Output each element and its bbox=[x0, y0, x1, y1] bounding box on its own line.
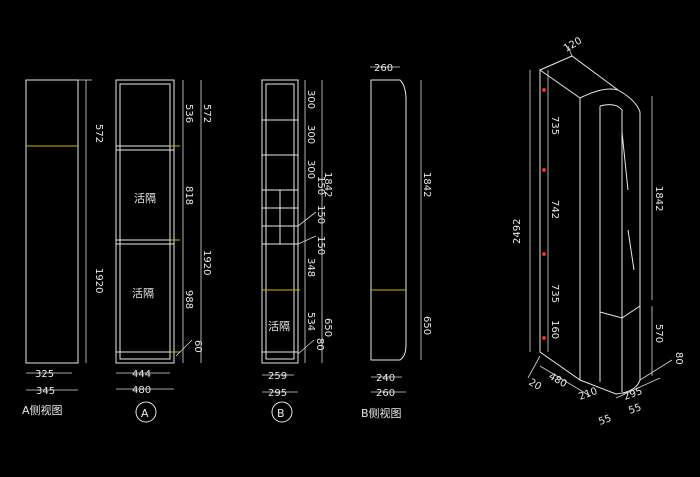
dim-20: 20 bbox=[527, 377, 544, 393]
dim-572: 572 bbox=[201, 104, 212, 123]
leader-line bbox=[297, 211, 317, 227]
shelf-label-1: 活隔 bbox=[134, 192, 156, 205]
dim-735-a: 735 bbox=[549, 116, 560, 135]
dim-295: 295 bbox=[622, 386, 644, 403]
dim-988: 988 bbox=[183, 290, 194, 309]
dim-818: 818 bbox=[183, 186, 194, 205]
dim-444: 444 bbox=[132, 369, 151, 380]
view-b-outline bbox=[370, 79, 407, 361]
dim-480: 480 bbox=[132, 385, 151, 396]
dim-650: 650 bbox=[322, 318, 333, 337]
dim-60: 60 bbox=[192, 340, 203, 353]
dim-80: 80 bbox=[673, 352, 684, 365]
view-section-b: 活隔 300 300 300 150 1842 150 150 348 534 … bbox=[261, 79, 333, 423]
dim-2492: 2492 bbox=[512, 219, 523, 244]
dim-534: 534 bbox=[305, 312, 316, 331]
iso-front-outline bbox=[539, 55, 641, 395]
hinge-mark bbox=[542, 88, 546, 92]
dim-150-c: 150 bbox=[315, 236, 326, 255]
dim-line bbox=[615, 377, 661, 399]
leader-line bbox=[175, 339, 193, 357]
dim-line bbox=[539, 365, 591, 397]
dim-570: 570 bbox=[653, 324, 664, 343]
shelf-label-b: 活隔 bbox=[268, 320, 290, 333]
shelf-label-2: 活隔 bbox=[132, 287, 154, 300]
section-a-outline bbox=[115, 79, 175, 364]
view-a-side: 572 1920 325 345 A侧视图 bbox=[22, 79, 104, 417]
section-a-marker bbox=[135, 401, 157, 423]
dim-300-a: 300 bbox=[305, 90, 316, 109]
dim-742: 742 bbox=[549, 200, 560, 219]
view-isometric: 2492 735 742 735 160 120 1842 570 80 20 … bbox=[512, 36, 684, 428]
hinge-mark bbox=[542, 168, 546, 172]
leader-line bbox=[639, 359, 673, 381]
dim-260-top: 260 bbox=[374, 63, 393, 74]
view-b-caption: B侧视图 bbox=[361, 406, 402, 420]
section-b-marker bbox=[271, 401, 293, 423]
dim-line bbox=[527, 355, 541, 379]
hinge-mark bbox=[542, 252, 546, 256]
iso-edge bbox=[579, 88, 619, 99]
dim-735-b: 735 bbox=[549, 284, 560, 303]
dim-150-a: 150 bbox=[315, 176, 326, 195]
iso-edge bbox=[599, 305, 641, 319]
dim-1842: 1842 bbox=[421, 172, 432, 197]
inner-outline bbox=[119, 83, 171, 360]
leader-line bbox=[297, 235, 317, 245]
section-b-outline bbox=[261, 79, 299, 364]
dim-259: 259 bbox=[268, 371, 287, 382]
dim-650: 650 bbox=[421, 316, 432, 335]
dim-345: 345 bbox=[36, 386, 55, 397]
dim-1842: 1842 bbox=[322, 172, 333, 197]
view-section-a: 活隔 活隔 536 572 818 1920 988 60 444 480 A bbox=[115, 79, 212, 423]
view-a-caption: A侧视图 bbox=[22, 403, 63, 417]
dim-348: 348 bbox=[305, 258, 316, 277]
dim-1920: 1920 bbox=[93, 268, 104, 293]
dim-572: 572 bbox=[93, 124, 104, 143]
iso-edge bbox=[599, 104, 623, 111]
dim-55-a: 55 bbox=[597, 413, 613, 428]
view-b-side: 260 1842 650 240 260 B侧视图 bbox=[361, 63, 432, 420]
dim-480: 480 bbox=[547, 371, 569, 390]
iso-mirror-reflection bbox=[627, 229, 635, 271]
dim-160: 160 bbox=[549, 320, 560, 339]
dim-55-b: 55 bbox=[627, 402, 643, 417]
view-a-outline bbox=[25, 79, 79, 364]
hinge-mark bbox=[542, 336, 546, 340]
dim-ext bbox=[567, 45, 573, 57]
leader-line bbox=[297, 339, 315, 355]
dim-260-bottom: 260 bbox=[376, 388, 395, 399]
dim-120: 120 bbox=[562, 36, 584, 55]
dim-1842: 1842 bbox=[653, 186, 664, 211]
dim-240: 240 bbox=[376, 373, 395, 384]
dim-210: 210 bbox=[577, 386, 599, 403]
section-b-marker-label: B bbox=[277, 407, 285, 420]
dim-80: 80 bbox=[314, 338, 325, 351]
dim-300-b: 300 bbox=[305, 125, 316, 144]
section-a-marker-label: A bbox=[141, 407, 149, 420]
dim-150-b: 150 bbox=[315, 205, 326, 224]
iso-mirror-reflection bbox=[621, 131, 629, 191]
inner-outline bbox=[265, 83, 295, 360]
dim-325: 325 bbox=[35, 369, 54, 380]
dim-536: 536 bbox=[183, 104, 194, 123]
dim-295: 295 bbox=[268, 388, 287, 399]
dim-300-c: 300 bbox=[305, 160, 316, 179]
dim-1920: 1920 bbox=[201, 250, 212, 275]
